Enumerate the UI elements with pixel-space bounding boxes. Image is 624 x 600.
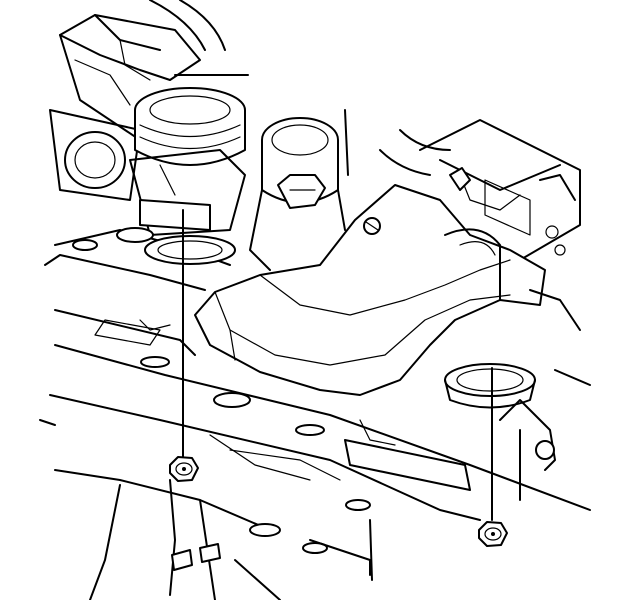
right-upper-structure [379,119,581,261]
left-mount-nut [169,456,199,482]
front-mount-bushing [129,87,246,236]
upper-frame-bracket [49,0,226,201]
transmission-support-bracket [194,184,546,396]
frame-crossmember [39,227,591,600]
rear-mount-bushing [444,363,536,409]
right-mount-nut [478,521,508,547]
center-bolt-head [249,109,349,271]
